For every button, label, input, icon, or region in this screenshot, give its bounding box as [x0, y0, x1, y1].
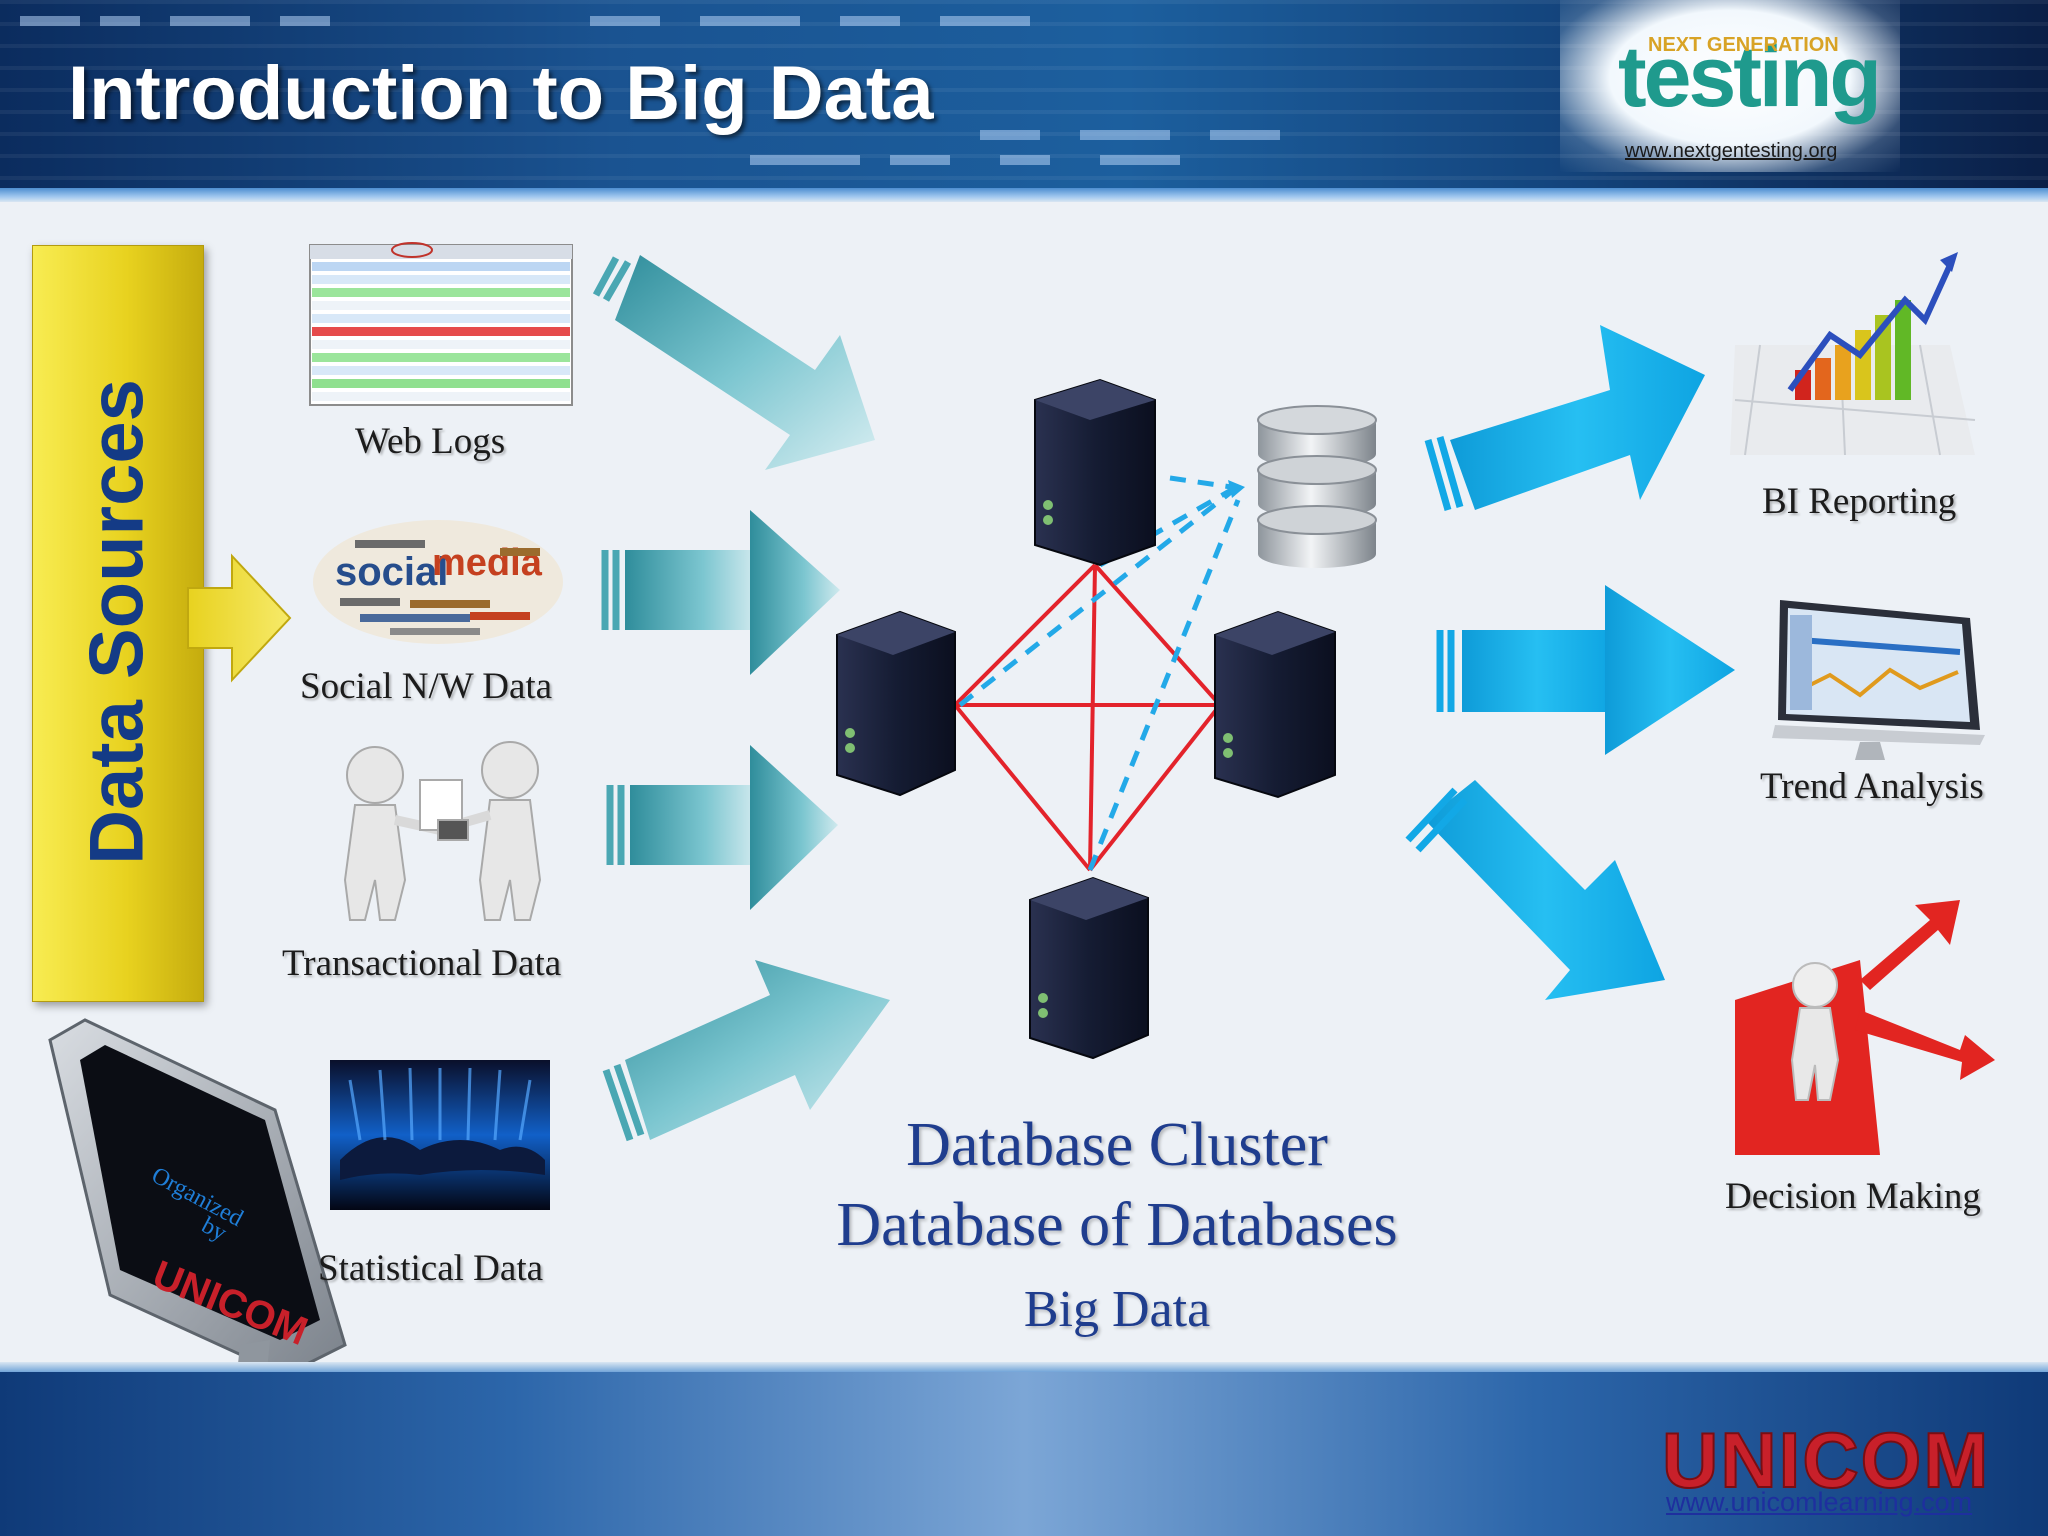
input-arrow-social — [601, 510, 840, 675]
trend-analysis-thumbnail — [1772, 600, 1985, 760]
page-title: Introduction to Big Data — [68, 51, 934, 136]
cluster-caption-big-data: Big Data — [1023, 1281, 1211, 1338]
server-bottom — [1029, 876, 1149, 1060]
output-arrow-trend-analysis — [1436, 585, 1735, 755]
logo-tagline: NEXT GENERATION — [1648, 34, 1839, 56]
input-arrow-transactional — [606, 745, 838, 910]
data-sources-banner — [32, 245, 204, 1002]
web-logs-thumbnail — [309, 242, 573, 406]
bi-reporting-label: BI Reporting — [1762, 481, 1957, 522]
unicom-url-link[interactable]: www.unicomlearning.com — [1666, 1487, 1973, 1517]
server-top — [1034, 378, 1156, 567]
footer-banner — [0, 1372, 2048, 1536]
input-arrow-statistical — [602, 960, 890, 1142]
cluster-data-links — [958, 475, 1242, 871]
transactional-data-label: Transactional Data — [282, 943, 562, 984]
cluster-caption-primary: Database Cluster — [906, 1111, 1328, 1179]
social-word: social — [335, 550, 448, 594]
transaction-figures-thumbnail — [343, 741, 542, 921]
decision-making-thumbnail — [1735, 900, 1995, 1155]
footer-divider — [0, 1362, 2048, 1374]
web-logs-label: Web Logs — [355, 421, 506, 462]
output-arrow-decision-making — [1405, 780, 1665, 1000]
decision-making-label: Decision Making — [1725, 1176, 1981, 1217]
next-gen-testing-logo — [1560, 0, 1900, 172]
bi-reporting-thumbnail — [1730, 252, 1976, 456]
data-link-arrowhead — [1228, 480, 1245, 498]
database-stack — [1257, 405, 1377, 568]
trend-analysis-label: Trend Analysis — [1760, 766, 1984, 807]
social-media-thumbnail: social media — [313, 520, 563, 644]
statistical-data-label: Statistical Data — [318, 1248, 544, 1289]
logo-url-link[interactable]: www.nextgentesting.org — [1625, 140, 1838, 162]
server-left — [836, 610, 956, 797]
cluster-caption-secondary: Database of Databases — [836, 1191, 1398, 1259]
unicom-logo: UNICOM — [1661, 1415, 1991, 1505]
statistical-data-thumbnail — [330, 1060, 550, 1210]
server-right — [1214, 610, 1336, 799]
header-divider — [0, 188, 2048, 202]
output-arrow-bi-reporting — [1424, 325, 1705, 511]
cluster-links — [953, 563, 1222, 872]
input-arrow-web-logs — [592, 255, 875, 470]
social-network-label: Social N/W Data — [300, 666, 553, 707]
logo-wordmark: testing — [1618, 29, 1882, 125]
data-sources-arrow — [187, 553, 292, 683]
